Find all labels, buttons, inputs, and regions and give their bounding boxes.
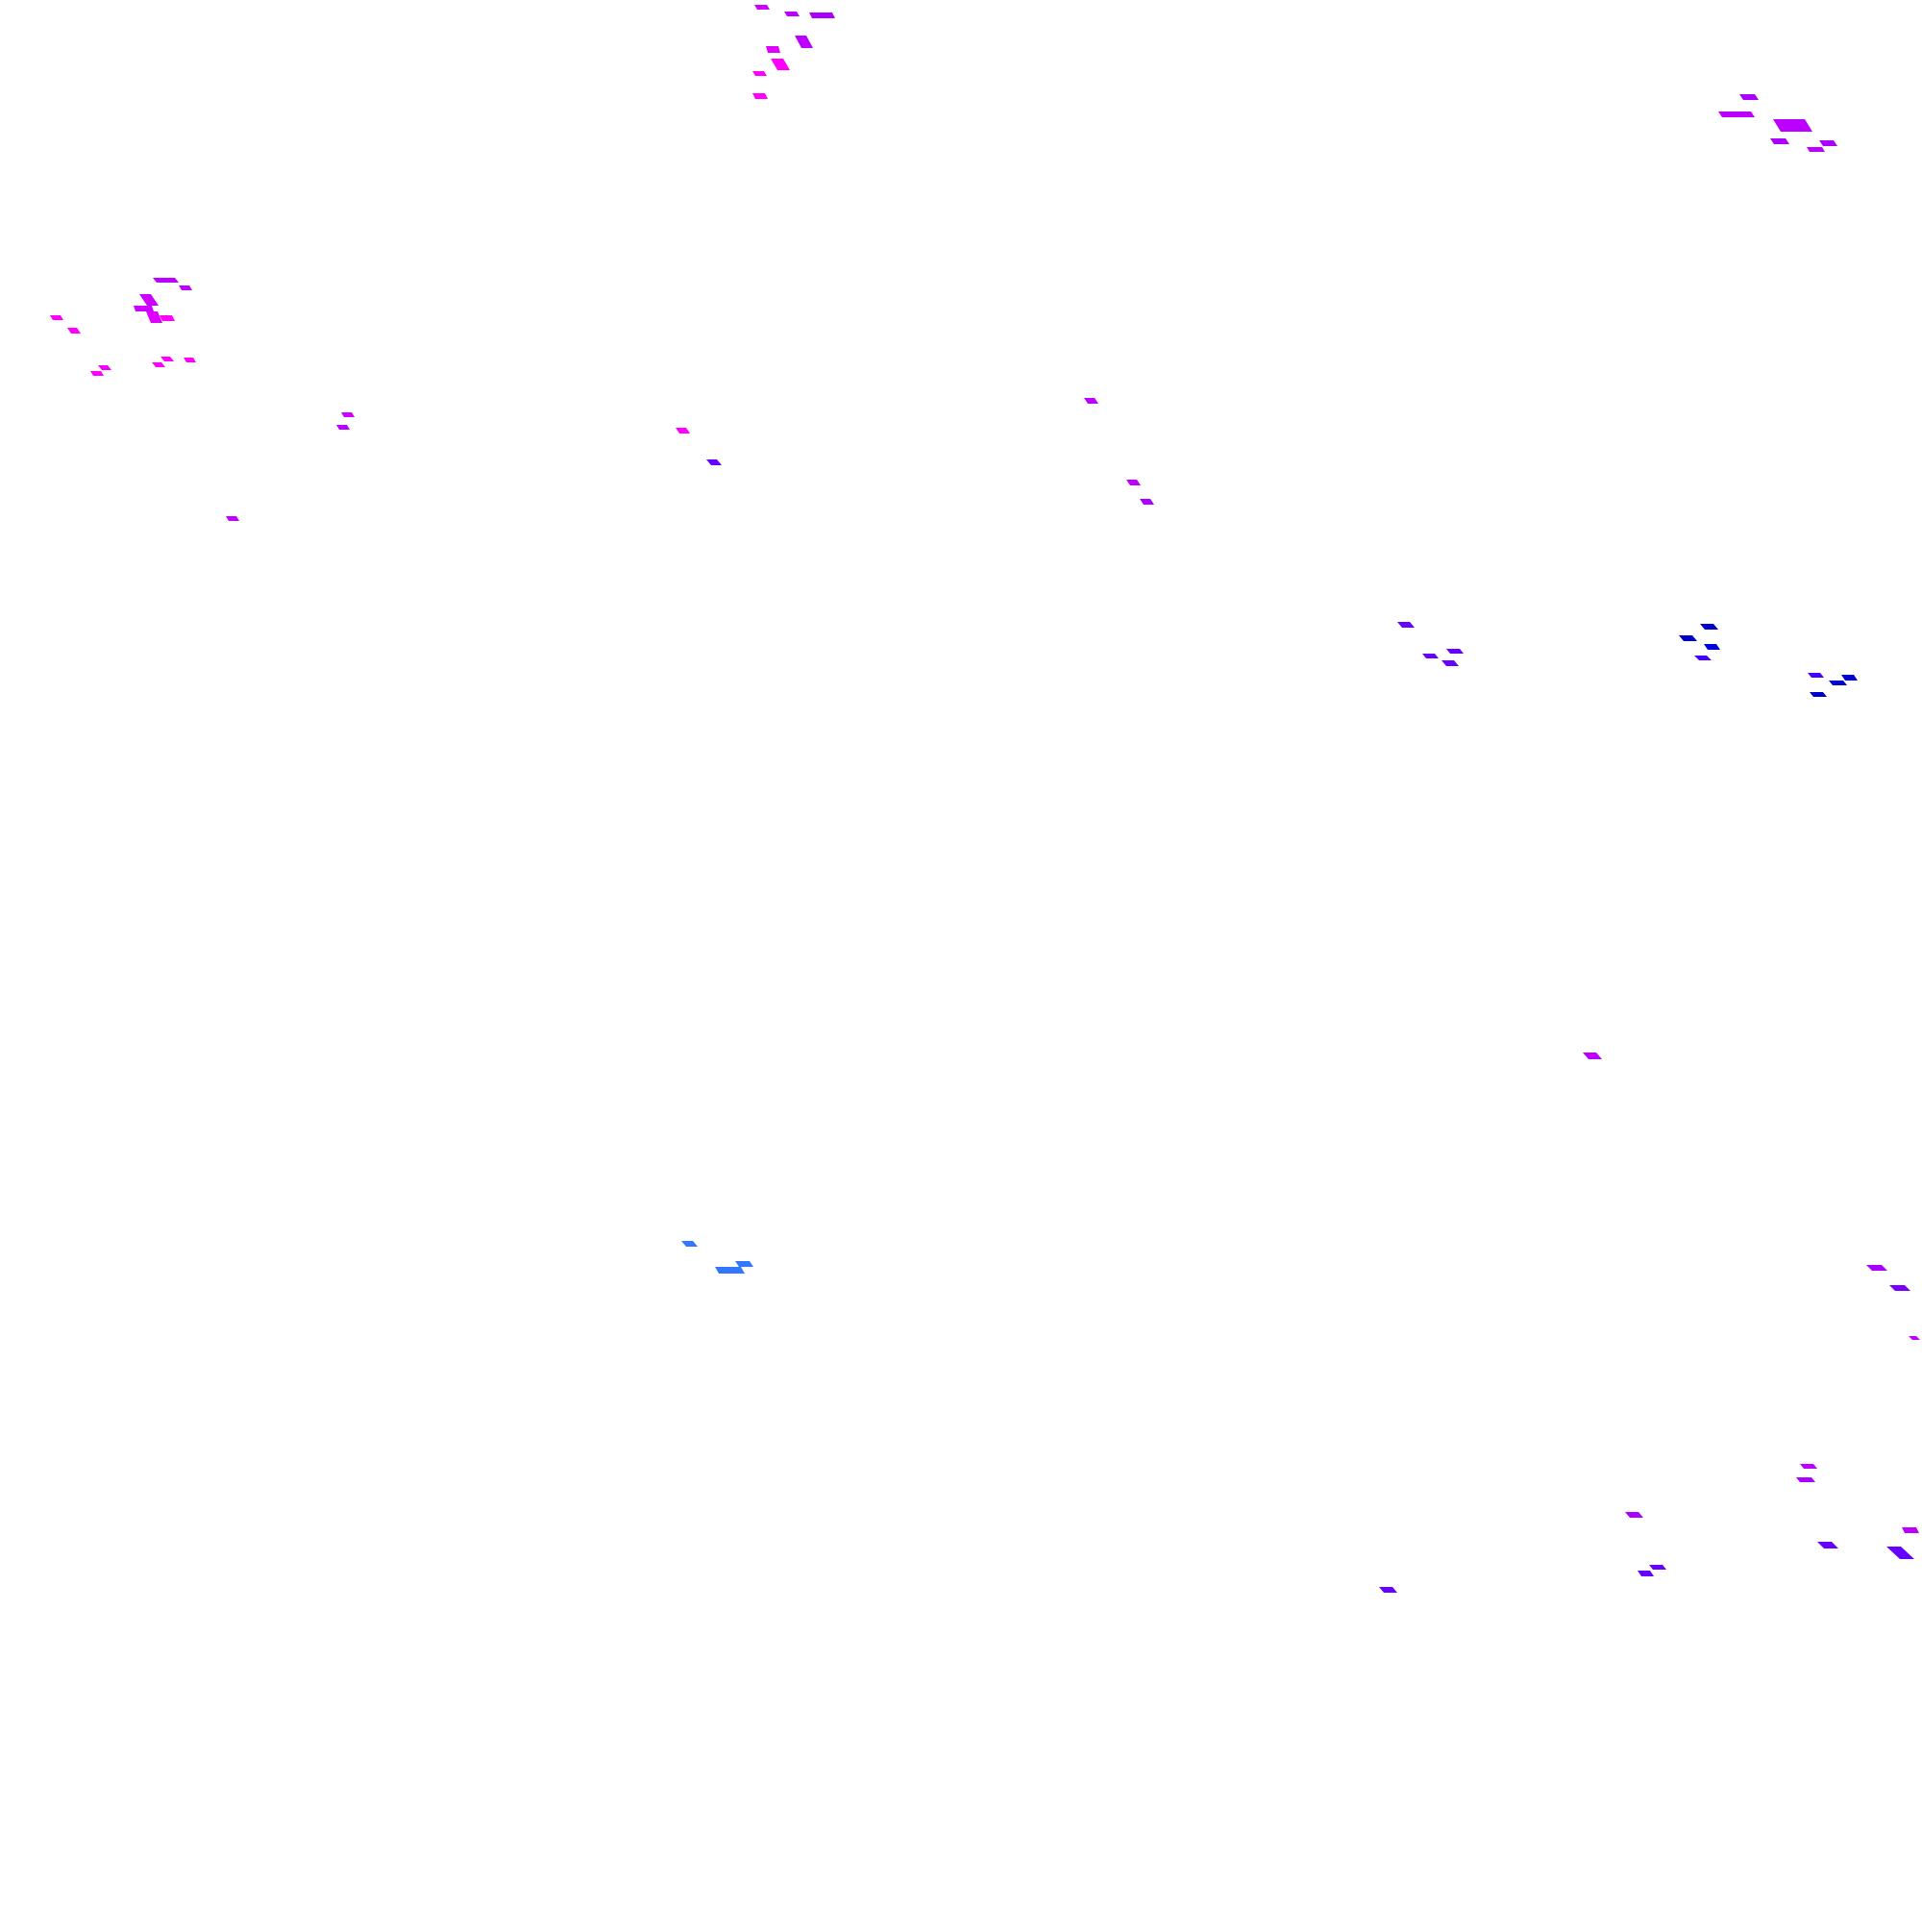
fragment [1625, 1512, 1643, 1518]
fragment [784, 12, 800, 16]
fragment [1807, 147, 1825, 152]
lower-right-cluster [1379, 1265, 1920, 1593]
fragment [90, 371, 104, 376]
fragment [1889, 1285, 1910, 1291]
mid-right-fragment [1583, 1053, 1602, 1059]
fragment [771, 59, 790, 70]
fragment [1773, 119, 1812, 132]
fragment [1808, 673, 1824, 678]
fragment [341, 412, 355, 417]
left-cluster [50, 278, 196, 376]
fragment [1796, 1477, 1815, 1482]
fragment [50, 315, 63, 320]
fragment [134, 306, 154, 311]
fragment [1126, 480, 1141, 485]
fragment [67, 328, 81, 334]
fragment [1902, 1527, 1919, 1533]
fragment [735, 1261, 753, 1267]
fragment [706, 459, 722, 465]
fragment [160, 315, 175, 321]
fragment [681, 1241, 698, 1247]
fragment [1583, 1053, 1602, 1059]
fragment [809, 12, 835, 18]
fragment [1379, 1587, 1397, 1593]
fragment [226, 516, 239, 521]
fragment [1909, 1336, 1920, 1340]
fragment [1422, 654, 1439, 658]
fragment [336, 425, 350, 430]
fragment [160, 357, 174, 361]
fragment [153, 278, 179, 283]
fragment [1886, 1547, 1914, 1559]
fragment [98, 365, 111, 370]
fragment [676, 428, 690, 433]
top-center-cluster [752, 5, 835, 99]
fragment [139, 294, 159, 306]
fragment [1819, 140, 1837, 146]
fragment [1679, 635, 1697, 641]
fragment [1800, 1464, 1817, 1469]
fragment [795, 36, 813, 48]
fragment [152, 362, 165, 367]
fragment [715, 1267, 745, 1274]
fragment [1841, 675, 1858, 681]
fragment [1739, 94, 1759, 100]
fragment [1829, 681, 1847, 685]
fragment [1866, 1265, 1887, 1271]
fragment [1638, 1571, 1654, 1576]
upper-middle-scatter [226, 398, 1154, 521]
fragment [146, 311, 162, 323]
fragment [766, 46, 780, 53]
fragment [1770, 138, 1789, 144]
fragment [1694, 656, 1712, 660]
fragment [1718, 111, 1755, 117]
fragment [752, 93, 768, 99]
middle-right-cluster [1397, 622, 1858, 697]
fragment [1704, 644, 1720, 650]
fragment [1817, 1542, 1838, 1548]
fragment [752, 71, 767, 76]
fragment [1446, 649, 1464, 654]
fragment [1649, 1565, 1666, 1570]
fragment [1810, 692, 1827, 697]
fragment [1442, 660, 1459, 666]
fragment [1084, 398, 1098, 404]
fragment [184, 358, 196, 362]
fragment [179, 285, 192, 290]
fragment [754, 5, 770, 10]
top-right-cluster [1718, 94, 1837, 152]
fragment [1397, 622, 1415, 628]
fragment [1140, 499, 1154, 505]
fragment [1700, 624, 1718, 630]
lower-left-cluster [681, 1241, 753, 1274]
